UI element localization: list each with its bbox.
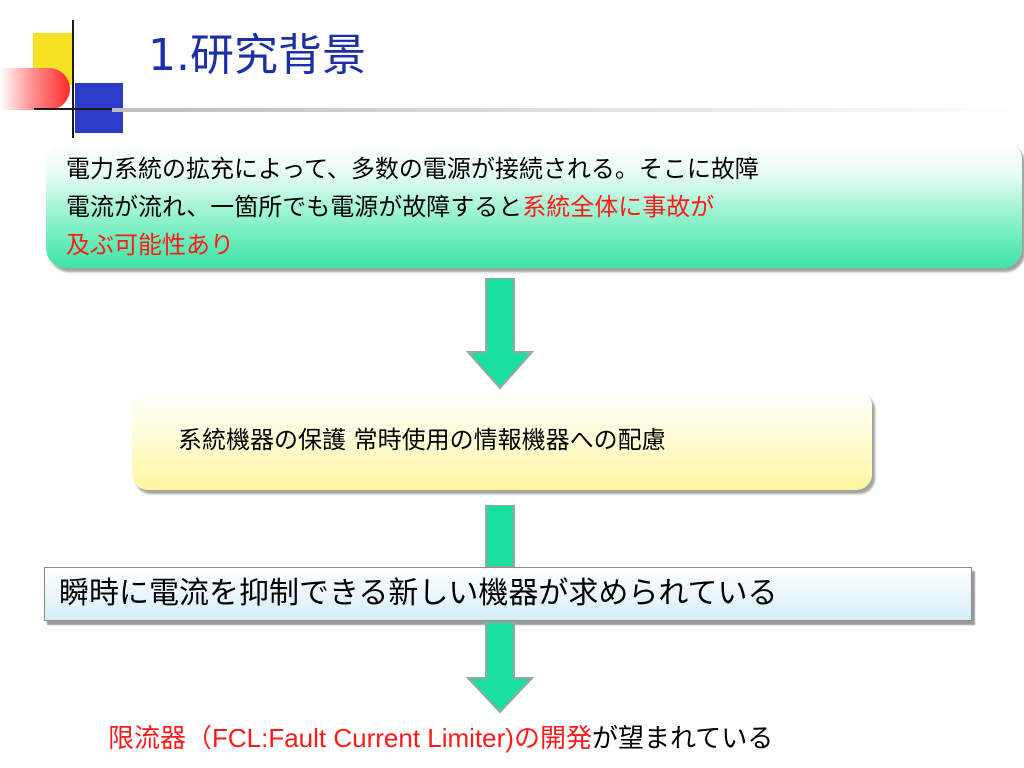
conclusion-normal: が望まれている [591, 723, 774, 753]
slide-title: 1.研究背景 [148, 30, 366, 81]
down-arrow-icon [466, 622, 542, 714]
conclusion-emphasis: 限流器（FCL:Fault Current Limiter)の開発 [108, 723, 592, 753]
conclusion-text: 限流器（FCL:Fault Current Limiter)の開発が望まれている [108, 718, 773, 755]
title-underline [112, 108, 1024, 112]
statement-line-2-emphasis: 系統全体に事故が [522, 193, 715, 221]
down-arrow-icon [466, 505, 542, 567]
decor-red-bar [0, 68, 70, 110]
down-arrow-icon [466, 278, 542, 390]
statement-line-2-normal: 電流が流れ、一箇所でも電源が故障すると [66, 193, 523, 221]
decor-horizontal-line [34, 108, 124, 110]
statement-line-2: 電流が流れ、一箇所でも電源が故障すると系統全体に事故が [66, 188, 1012, 226]
statement-line-3-emphasis: 及ぶ可能性あり [66, 231, 234, 259]
statement-line-1: 電力系統の拡充によって、多数の電源が接続される。そこに故障 [66, 155, 759, 183]
background-statement-box: 電力系統の拡充によって、多数の電源が接続される。そこに故障 電流が流れ、一箇所で… [46, 140, 1022, 268]
decor-vertical-line [72, 20, 74, 138]
requirement-box: 系統機器の保護 常時使用の情報機器への配慮 [132, 390, 872, 490]
need-statement-box: 瞬時に電流を抑制できる新しい機器が求められている [44, 567, 972, 621]
